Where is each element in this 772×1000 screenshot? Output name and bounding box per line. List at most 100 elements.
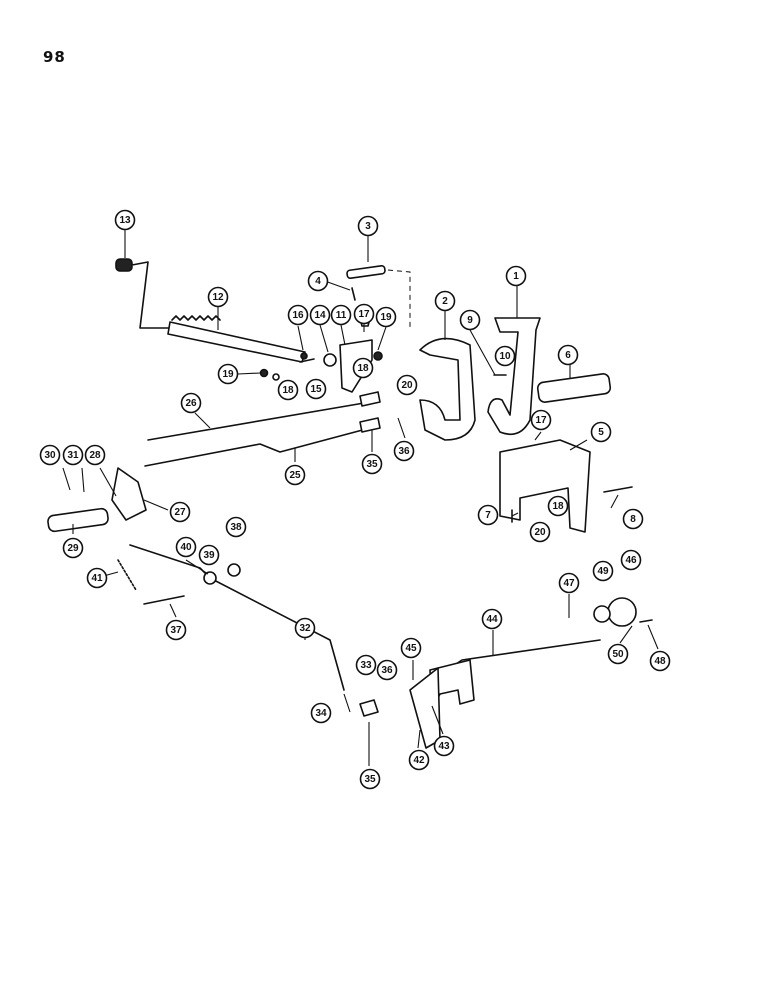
callout-circle bbox=[217, 363, 239, 385]
leader-36a bbox=[397, 417, 406, 439]
callout-13: 13 bbox=[114, 209, 136, 231]
lever-handle-rod bbox=[131, 261, 171, 329]
leader-37 bbox=[169, 603, 177, 618]
leader-5 bbox=[569, 439, 588, 451]
callout-number: 36 bbox=[398, 446, 410, 457]
callout-circle bbox=[309, 304, 331, 326]
callout-number: 11 bbox=[336, 310, 347, 321]
callout-number: 17 bbox=[358, 309, 370, 320]
callout-4: 4 bbox=[307, 270, 329, 292]
callout-number: 41 bbox=[91, 573, 103, 584]
callout-43: 43 bbox=[433, 735, 455, 757]
callout-number: 19 bbox=[222, 369, 234, 380]
callout-circle bbox=[310, 702, 332, 724]
page-number: 98 bbox=[43, 48, 66, 66]
leader-7 bbox=[511, 512, 519, 517]
callout-36: 36 bbox=[376, 659, 398, 681]
callout-2: 2 bbox=[434, 290, 456, 312]
callout-number: 25 bbox=[289, 470, 301, 481]
washer bbox=[323, 353, 337, 367]
bellcrank bbox=[111, 467, 147, 521]
main-shaft bbox=[449, 639, 601, 669]
callout-number: 14 bbox=[314, 310, 326, 321]
callout-34: 34 bbox=[310, 702, 332, 724]
callout-circle bbox=[459, 309, 481, 331]
lever-arm bbox=[167, 321, 306, 363]
nut bbox=[300, 352, 308, 360]
callout-29: 29 bbox=[62, 537, 84, 559]
assembly-guide-line bbox=[387, 269, 411, 330]
lock-washer-left bbox=[272, 373, 280, 381]
control-rod-lower bbox=[144, 427, 371, 467]
callout-5: 5 bbox=[590, 421, 612, 443]
pivot-pin bbox=[346, 264, 386, 280]
bellcrank-pin bbox=[47, 507, 109, 533]
callout-circle bbox=[359, 768, 381, 790]
callout-44: 44 bbox=[481, 608, 503, 630]
callout-circle bbox=[355, 654, 377, 676]
callout-circle bbox=[277, 379, 299, 401]
callout-number: 36 bbox=[381, 665, 393, 676]
callout-10: 10 bbox=[494, 345, 516, 367]
callout-number: 26 bbox=[185, 398, 197, 409]
callout-number: 2 bbox=[442, 296, 448, 307]
callout-20: 20 bbox=[396, 374, 418, 396]
callout-number: 29 bbox=[67, 543, 79, 554]
callout-19: 19 bbox=[375, 306, 397, 328]
leader-49 bbox=[647, 624, 659, 650]
callout-number: 20 bbox=[401, 380, 413, 391]
leader-17b bbox=[534, 431, 542, 441]
callout-circle bbox=[62, 444, 84, 466]
callout-number: 28 bbox=[89, 450, 101, 461]
callout-number: 6 bbox=[565, 350, 571, 361]
callout-35: 35 bbox=[361, 453, 383, 475]
callout-circle bbox=[558, 572, 580, 594]
callout-48: 48 bbox=[649, 650, 671, 672]
callout-number: 35 bbox=[364, 774, 376, 785]
callout-20: 20 bbox=[529, 521, 551, 543]
callout-39: 39 bbox=[198, 544, 220, 566]
callout-12: 12 bbox=[207, 286, 229, 308]
callout-number: 15 bbox=[310, 384, 322, 395]
spring-pin bbox=[351, 287, 356, 301]
callout-circle bbox=[361, 453, 383, 475]
callout-circle bbox=[84, 444, 106, 466]
rod-clevis-lower bbox=[359, 417, 381, 433]
callout-circle bbox=[225, 516, 247, 538]
callout-number: 31 bbox=[67, 450, 79, 461]
callout-18: 18 bbox=[352, 357, 374, 379]
callout-27: 27 bbox=[169, 501, 191, 523]
callout-number: 13 bbox=[119, 215, 131, 226]
callout-number: 47 bbox=[563, 578, 575, 589]
callout-circle bbox=[505, 265, 527, 287]
callout-41: 41 bbox=[86, 567, 108, 589]
leader-31 bbox=[81, 467, 85, 493]
leader-11 bbox=[340, 324, 346, 346]
callout-14: 14 bbox=[309, 304, 331, 326]
callout-circle bbox=[330, 304, 352, 326]
lever-mounting-bracket bbox=[419, 337, 476, 441]
callout-circle bbox=[284, 464, 306, 486]
callout-28: 28 bbox=[84, 444, 106, 466]
leader-27 bbox=[143, 499, 169, 511]
callout-18: 18 bbox=[547, 495, 569, 517]
callout-number: 49 bbox=[597, 566, 609, 577]
callout-number: 20 bbox=[534, 527, 546, 538]
callout-circle bbox=[477, 504, 499, 526]
callout-32: 32 bbox=[294, 617, 316, 639]
spring bbox=[117, 559, 137, 591]
lock-nut bbox=[373, 351, 383, 361]
leader-34 bbox=[343, 693, 351, 713]
leader-26 bbox=[194, 412, 211, 429]
callout-number: 39 bbox=[203, 550, 215, 561]
callout-circle bbox=[307, 270, 329, 292]
callout-42: 42 bbox=[408, 749, 430, 771]
shaft-arm bbox=[409, 667, 441, 749]
callout-18: 18 bbox=[277, 379, 299, 401]
callout-circle bbox=[305, 378, 327, 400]
callout-circle bbox=[180, 392, 202, 414]
leader-40 bbox=[185, 559, 209, 575]
callout-circle bbox=[494, 345, 516, 367]
callout-circle bbox=[376, 659, 398, 681]
